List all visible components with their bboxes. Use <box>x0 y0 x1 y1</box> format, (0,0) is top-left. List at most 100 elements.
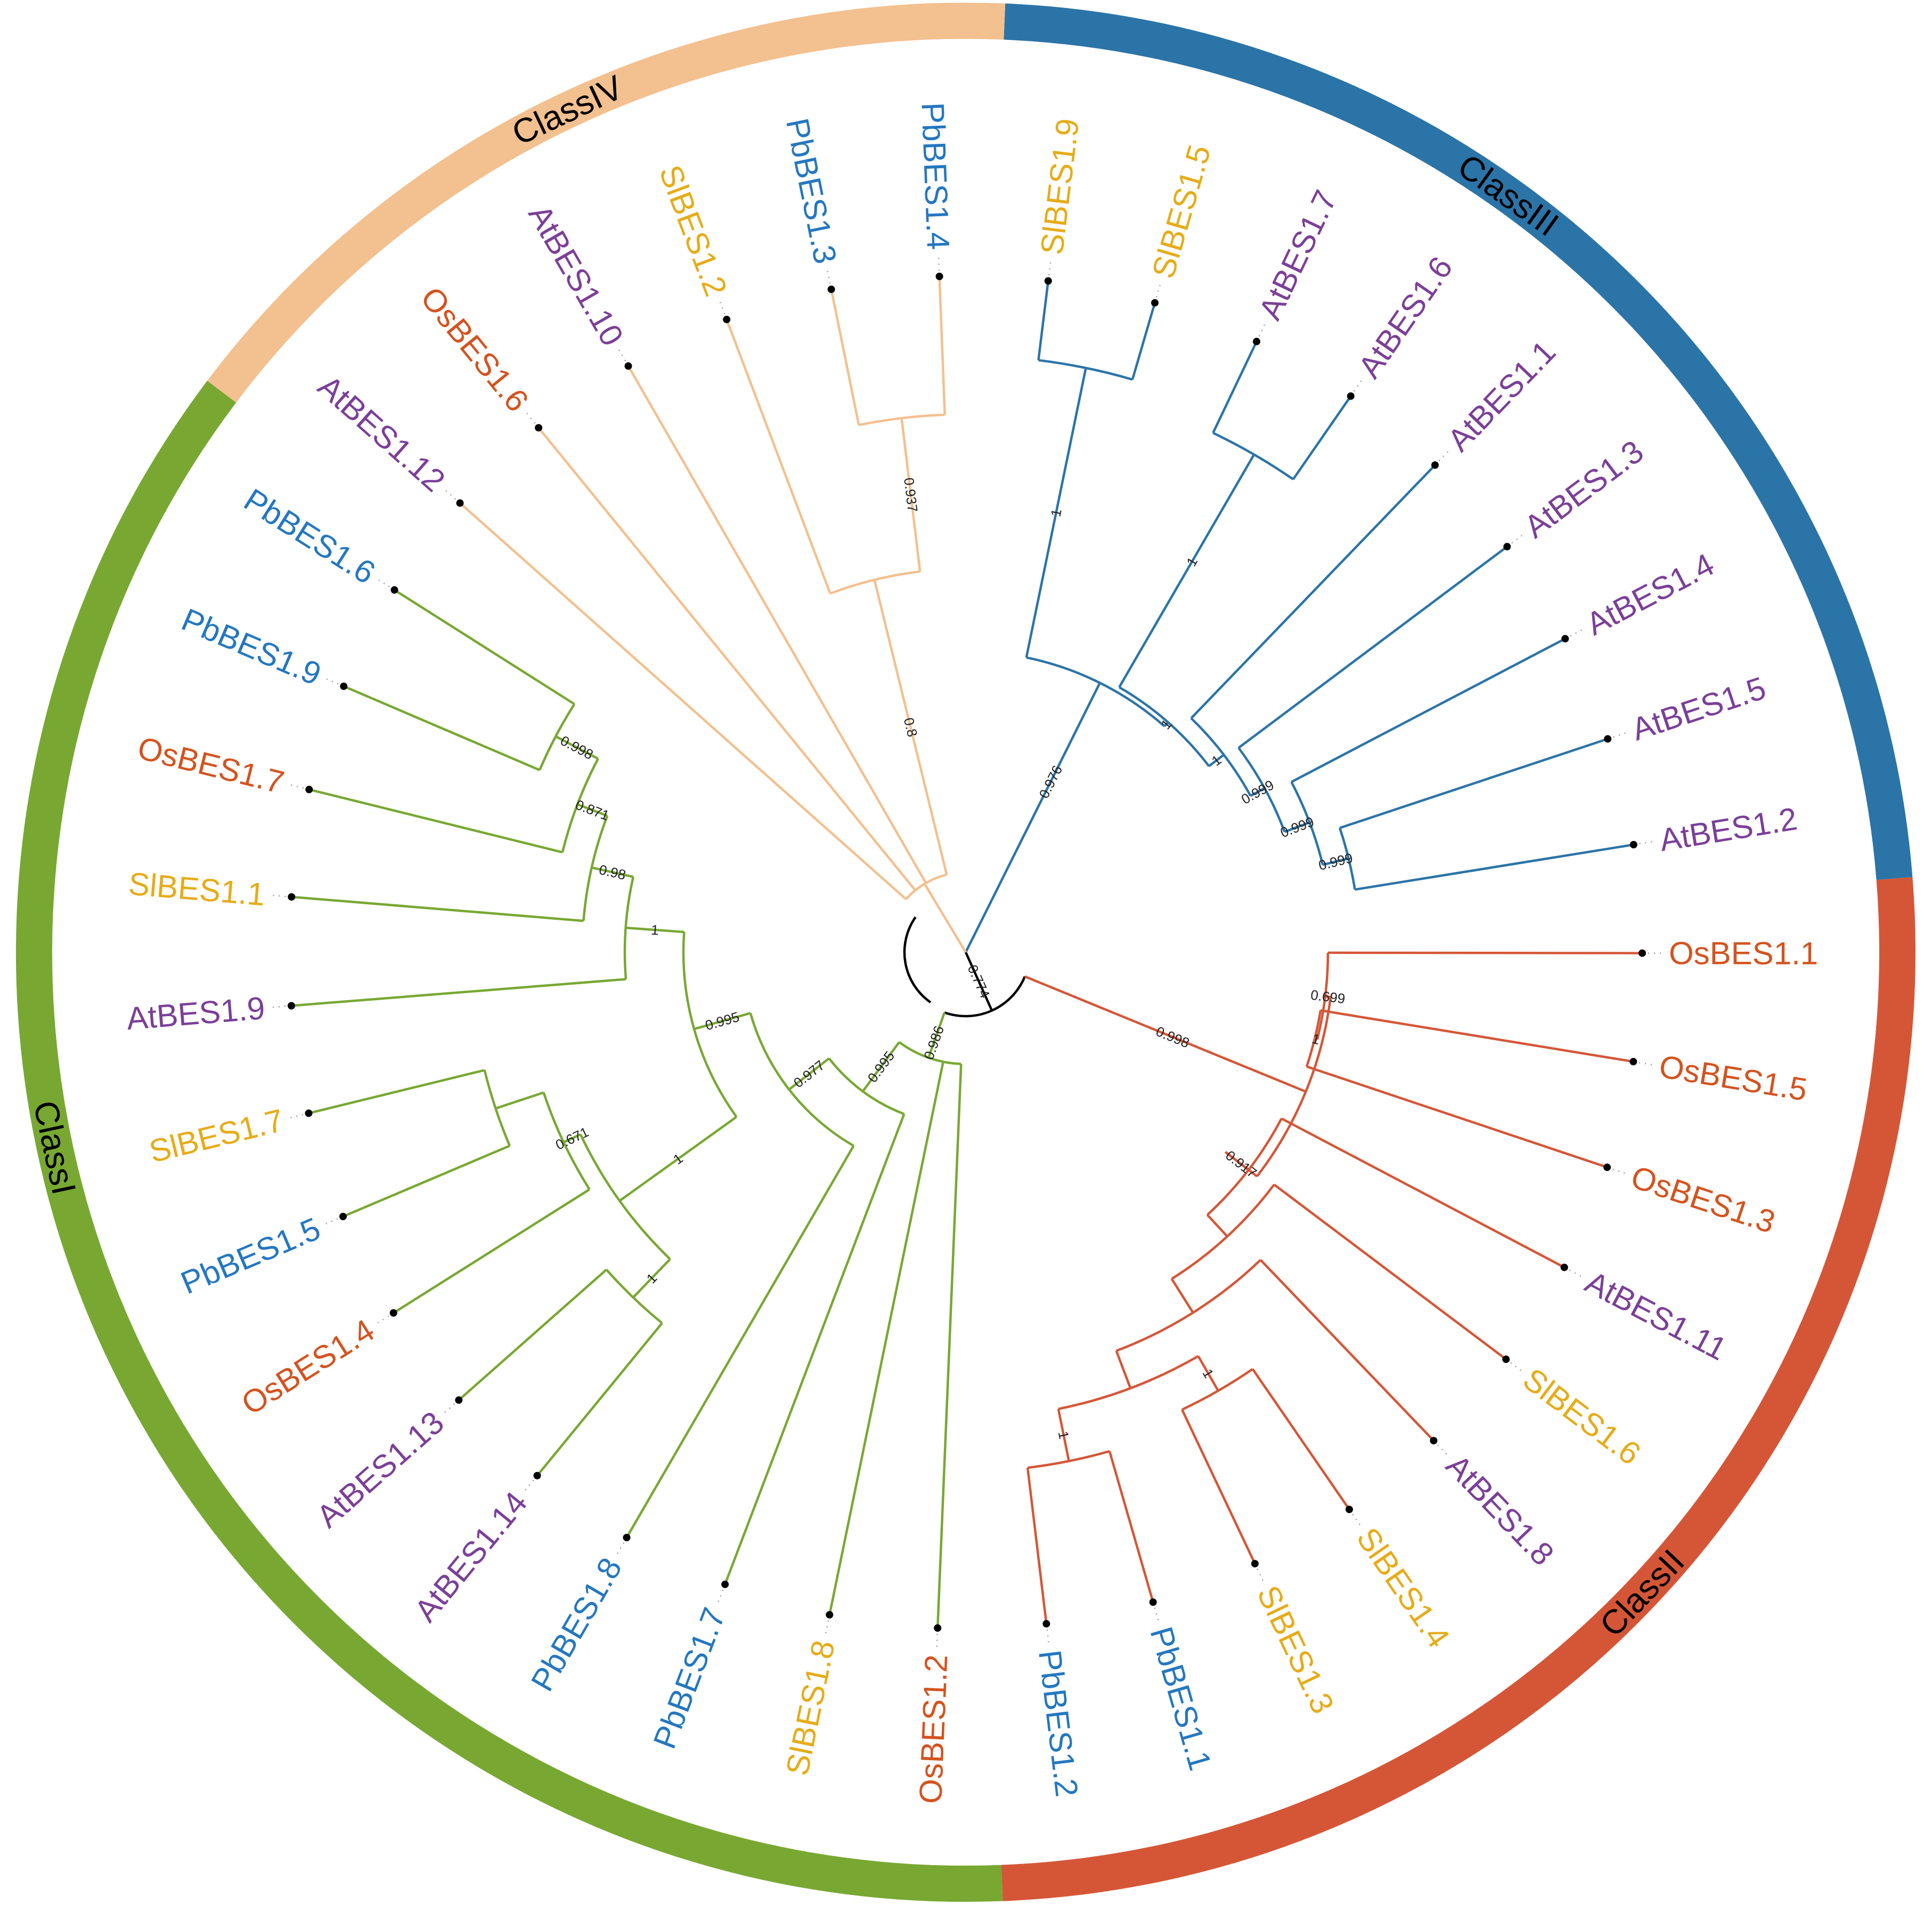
root-arc <box>903 916 932 1004</box>
leaf-label: SlBES1.3 <box>1250 1580 1341 1719</box>
leaf-label: OsBES1.3 <box>1627 1159 1780 1240</box>
branch-internal-43 <box>577 803 608 817</box>
class-label-II: ClassII <box>1592 1542 1692 1644</box>
leaf-label: AtBES1.1 <box>1441 334 1563 459</box>
branch-arc-62 <box>1290 781 1324 865</box>
branch-internal-65 <box>923 883 967 953</box>
guide-sl18 <box>824 1614 830 1637</box>
leaf-tips <box>288 273 1646 1632</box>
branch-at113 <box>458 1269 607 1401</box>
branch-at13 <box>1237 545 1508 749</box>
support-value: 0.937 <box>901 477 920 513</box>
branch-at12 <box>1355 843 1634 891</box>
tip-os13 <box>1603 1163 1611 1171</box>
branch-arc-53 <box>1119 686 1210 767</box>
support-value: 0.977 <box>790 1057 828 1091</box>
leaf-label: OsBES1.5 <box>1657 1048 1809 1107</box>
tip-sl18 <box>826 1611 834 1618</box>
tip-pb17 <box>721 1580 729 1588</box>
tip-os12 <box>934 1624 942 1632</box>
branch-sl11 <box>291 895 584 922</box>
branch-os14 <box>393 1188 590 1314</box>
branch-internal-0 <box>964 952 993 1011</box>
branch-arc-1 <box>944 976 1026 1018</box>
branch-arc-46 <box>539 703 576 771</box>
branch-internal-14 <box>1170 1278 1194 1313</box>
class-label-III: ClassIII <box>1451 146 1566 244</box>
branch-os15 <box>1320 1009 1634 1063</box>
branch-os13 <box>1306 1065 1608 1168</box>
support-value: 0.999 <box>1278 813 1316 840</box>
support-value: 0.774 <box>965 962 993 1001</box>
branch-internal-54 <box>1118 668 1131 688</box>
leaf-label: AtBES1.13 <box>310 1404 451 1535</box>
leaf-label: PbBES1.3 <box>779 115 844 267</box>
branch-internal-55 <box>1129 454 1256 669</box>
branch-pb15 <box>343 1144 510 1218</box>
support-value: 0.917 <box>1222 1147 1260 1181</box>
leaf-label: SlBES1.7 <box>145 1102 287 1170</box>
leaf-label: AtBES1.10 <box>521 199 630 352</box>
support-value: 1 <box>1055 1430 1072 1441</box>
branch-internal-29 <box>694 1012 751 1031</box>
branch-internal-2 <box>1024 975 1040 984</box>
tip-pb19 <box>340 682 348 690</box>
branch-at114 <box>536 1322 663 1477</box>
branch-sl14 <box>1251 1368 1350 1510</box>
tip-sl11 <box>288 893 296 901</box>
branch-sl13 <box>1181 1409 1256 1565</box>
branch-internal-37 <box>495 1091 544 1110</box>
leaf-label: AtBES1.5 <box>1627 670 1770 748</box>
guide-pb19 <box>323 676 344 687</box>
support-value: 1 <box>670 1150 686 1168</box>
branch-pb12 <box>1026 1467 1048 1624</box>
branch-arc-34 <box>605 1269 663 1325</box>
class-ring-III <box>1004 3 1913 880</box>
leaf-label: AtBES1.12 <box>311 368 452 498</box>
leaf-label: PbBES1.1 <box>1143 1623 1218 1775</box>
branch-arc-21 <box>1027 1450 1110 1469</box>
class-ring <box>16 2 1915 1902</box>
support-value: 0.995 <box>864 1048 898 1085</box>
branch-pb14 <box>938 276 946 415</box>
support-value: 0.871 <box>573 797 611 824</box>
leaf-label: SlBES1.1 <box>127 866 266 913</box>
tip-at19 <box>288 1002 295 1010</box>
branch-sl16 <box>1273 1183 1507 1361</box>
branch-internal-61 <box>1284 821 1310 833</box>
tip-os14 <box>389 1309 397 1317</box>
branch-arc-66 <box>905 873 947 900</box>
branch-pb17 <box>723 1113 906 1585</box>
branch-at17 <box>1212 341 1258 434</box>
branch-internal-35 <box>563 1133 581 1143</box>
tip-sl15 <box>1151 299 1159 307</box>
guide-at15 <box>1607 731 1629 740</box>
leaf-label: PbBES1.9 <box>177 601 327 692</box>
leaf-label: SlBES1.6 <box>1517 1361 1647 1472</box>
branch-arc-15 <box>1115 1259 1261 1352</box>
tip-sl16 <box>1502 1355 1510 1363</box>
tip-sl13 <box>1251 1560 1259 1568</box>
leaf-label: PbBES1.4 <box>915 102 956 250</box>
tip-pb13 <box>827 285 835 293</box>
support-value: 0.999 <box>1317 849 1354 873</box>
branch-arc-32 <box>579 1134 671 1260</box>
branch-internal-25 <box>861 1041 900 1092</box>
leaf-label: OsBES1.1 <box>1669 935 1818 971</box>
branch-internal-59 <box>1250 787 1266 797</box>
tip-sl19 <box>1044 277 1052 285</box>
branch-sl19 <box>1037 281 1050 361</box>
class-label-I: ClassI <box>26 1097 84 1198</box>
guide-at114 <box>522 1475 538 1493</box>
support-values: 0.7740.9980.69910.917110.9860.9950.9770.… <box>553 477 1355 1441</box>
guide-os15 <box>1633 1061 1656 1066</box>
branch-internal-16 <box>1115 1350 1132 1389</box>
guide-sl12 <box>718 298 728 320</box>
branch-internal-33 <box>632 1258 671 1298</box>
support-value: 0.8 <box>901 716 921 738</box>
tip-pb16 <box>390 586 398 594</box>
branch-internal-63 <box>1322 857 1349 866</box>
leaf-label: AtBES1.4 <box>1580 546 1720 642</box>
branch-arc-40 <box>623 877 634 979</box>
